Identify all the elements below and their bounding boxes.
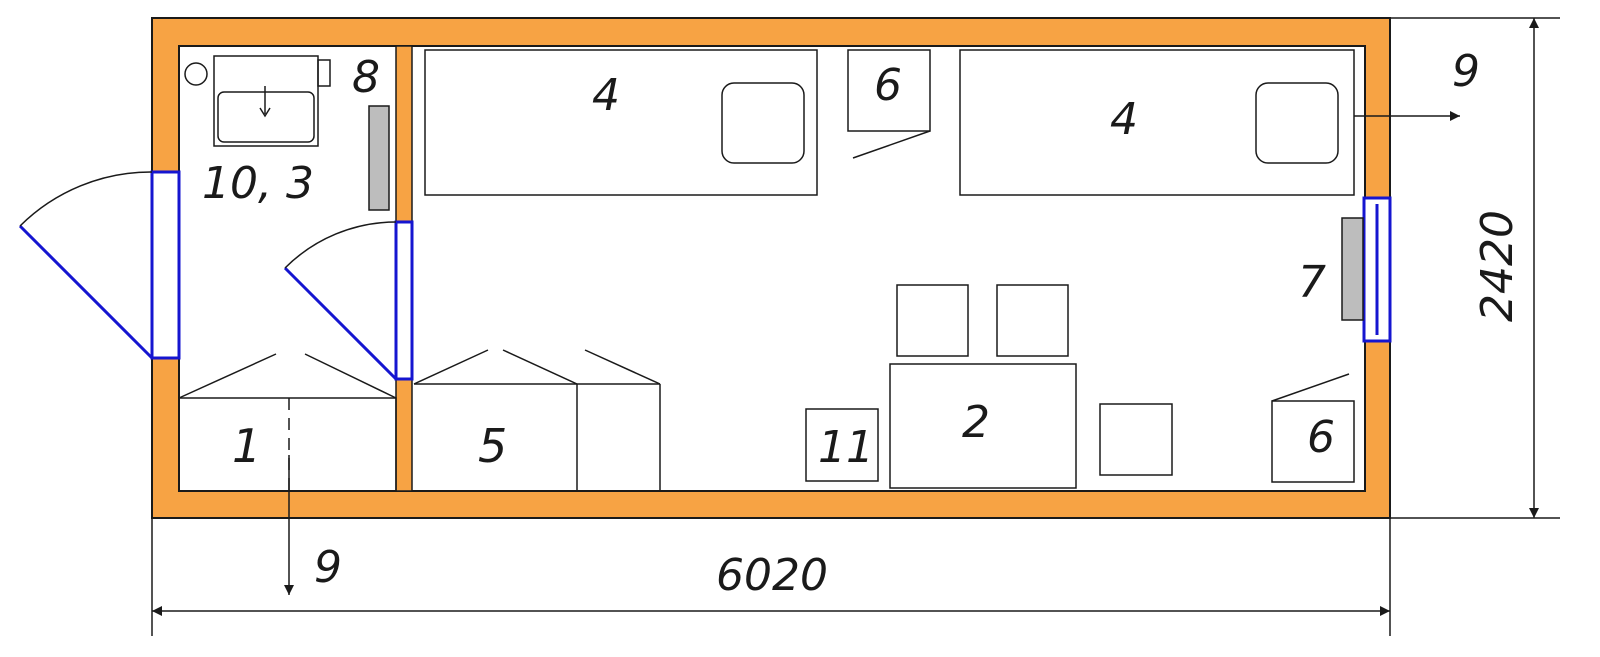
outlet-right-label: 9 <box>1452 46 1480 97</box>
convector-label: 7 <box>1298 257 1326 308</box>
table <box>889 363 1077 489</box>
interior-door[interactable] <box>283 220 414 381</box>
cabinet-top <box>847 49 931 159</box>
table-label: 2 <box>962 397 990 448</box>
cabinet-top-label: 6 <box>874 60 902 111</box>
heater-panel <box>368 105 390 211</box>
dimension-width <box>1390 17 1560 519</box>
bed-right-label: 4 <box>1110 94 1138 145</box>
locker <box>178 353 397 492</box>
bed-right <box>959 49 1355 196</box>
sink <box>184 55 331 147</box>
locker-label: 1 <box>232 419 261 473</box>
bed-left <box>424 49 818 196</box>
wardrobe <box>413 349 661 491</box>
cabinet-bottom <box>1271 373 1355 483</box>
dimension-length-label: 6020 <box>716 550 828 601</box>
window <box>1362 196 1392 343</box>
bed-left-label: 4 <box>592 70 620 121</box>
stool <box>805 408 879 482</box>
wardrobe-label: 5 <box>478 419 507 473</box>
stool-label: 11 <box>818 422 874 473</box>
convector-panel <box>1341 217 1364 321</box>
entrance-door[interactable] <box>18 170 181 360</box>
cabinet-bottom-label: 6 <box>1307 412 1335 463</box>
outer-wall <box>151 17 1391 519</box>
heater-label: 8 <box>352 52 380 103</box>
dimension-width-label: 2420 <box>1472 210 1523 322</box>
sink-label: 10, 3 <box>202 158 314 209</box>
outlet-bottom-label: 9 <box>314 542 342 593</box>
chairs <box>896 284 1173 476</box>
dimension-length <box>151 518 1391 636</box>
